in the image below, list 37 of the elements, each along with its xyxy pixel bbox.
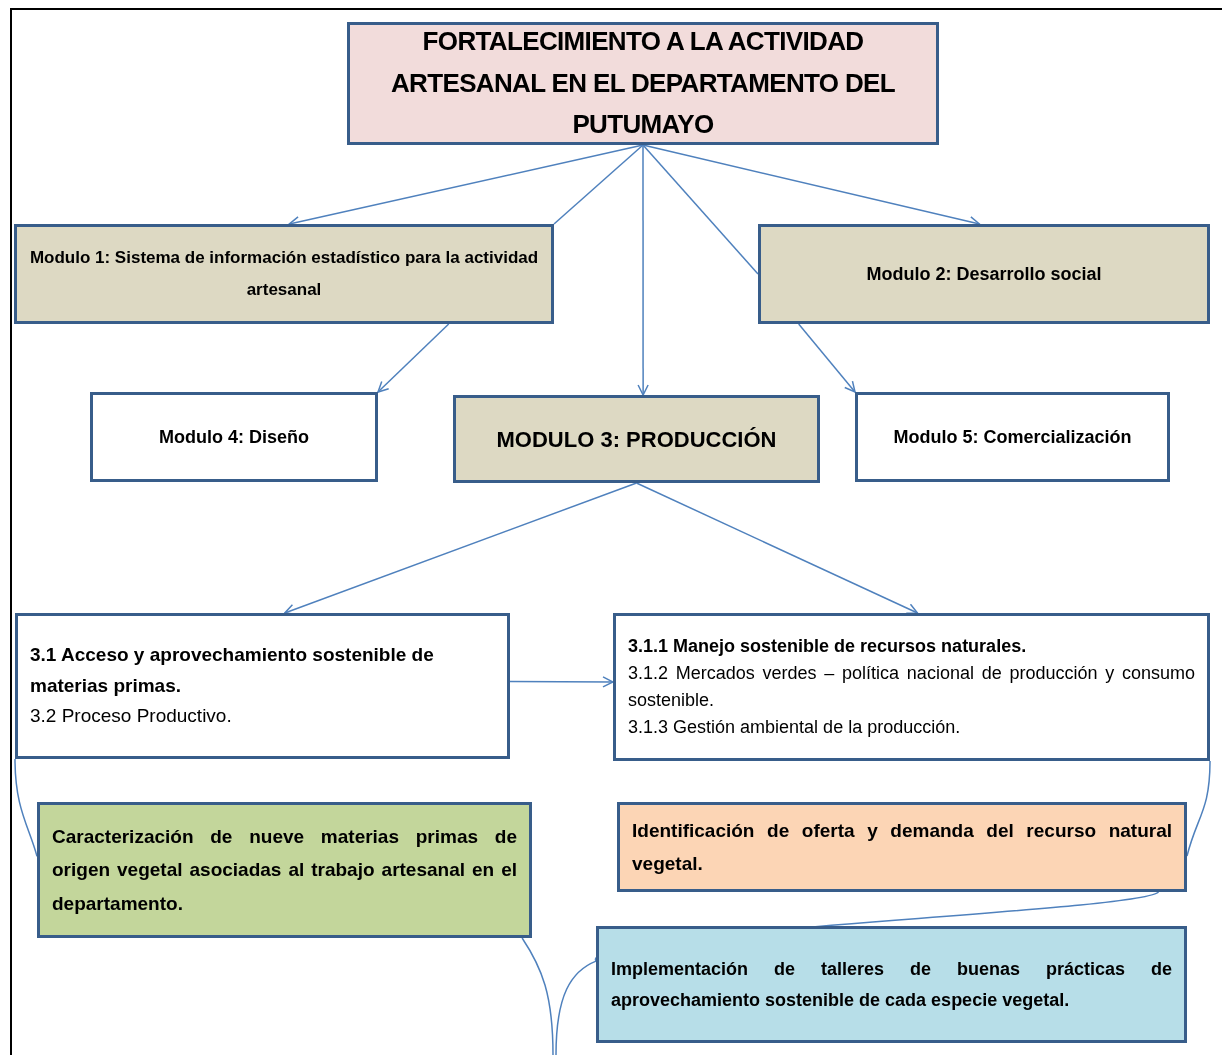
arrow [509, 676, 614, 688]
heading-text: 3.1.1 Manejo sostenible de recursos naturales. [628, 635, 1028, 658]
arrow [637, 144, 649, 396]
activity-box [596, 926, 1187, 1043]
body-text: 3.1.2 Mercados verdes – política nacional de producción y consumo sostenible. [628, 662, 1195, 712]
heading-text: MODULO 3: PRODUCCIÓN [496, 425, 777, 454]
module-box [758, 224, 1210, 324]
topic-box [15, 613, 510, 759]
body-text: 3.2 Proceso Productivo. [30, 704, 233, 729]
activity-box [37, 802, 532, 938]
connector-line [14, 758, 38, 858]
connector-line [553, 144, 644, 225]
heading-text: Implementación de talleres de buenas prácticas de aprovechamiento sostenible de cada especie vegetal. [611, 957, 1172, 1012]
heading-text: Identificación de oferta y demanda del recurso natural vegetal. [632, 818, 1172, 876]
heading-text: Modulo 5: Comercialización [893, 425, 1132, 449]
arrow [797, 323, 856, 393]
heading-text: Modulo 4: Diseño [159, 425, 309, 449]
heading-text: Modulo 1: Sistema de información estadístico para la actividad artesanal [28, 246, 540, 301]
heading-text: FORTALECIMIENTO A LA ACTIVIDAD ARTESANAL EN EL DEPARTAMENTO DEL PUTUMAYO [389, 25, 897, 142]
activity-box [617, 802, 1187, 892]
heading-text: Modulo 2: Desarrollo social [866, 262, 1102, 286]
module-box [453, 395, 820, 483]
module-box [855, 392, 1170, 482]
connector-line [642, 144, 759, 275]
connector-line [1186, 760, 1211, 857]
arrow [635, 482, 919, 615]
arrow [284, 482, 638, 615]
topic-box [613, 613, 1210, 761]
heading-text: 3.1 Acceso y aprovechamiento sostenible de materias primas. [30, 643, 435, 698]
module-box [14, 224, 554, 324]
arrow [377, 323, 450, 393]
module-box [90, 392, 378, 482]
body-text: 3.1.3 Gestión ambiental de la producción. [628, 716, 962, 739]
connector-line [555, 960, 597, 1055]
connector-line [521, 937, 554, 1055]
title-box [347, 22, 939, 145]
heading-text: Caracterización de nueve materias primas de origen vegetal asociadas al trabajo artesanal en el departamento. [52, 825, 517, 916]
